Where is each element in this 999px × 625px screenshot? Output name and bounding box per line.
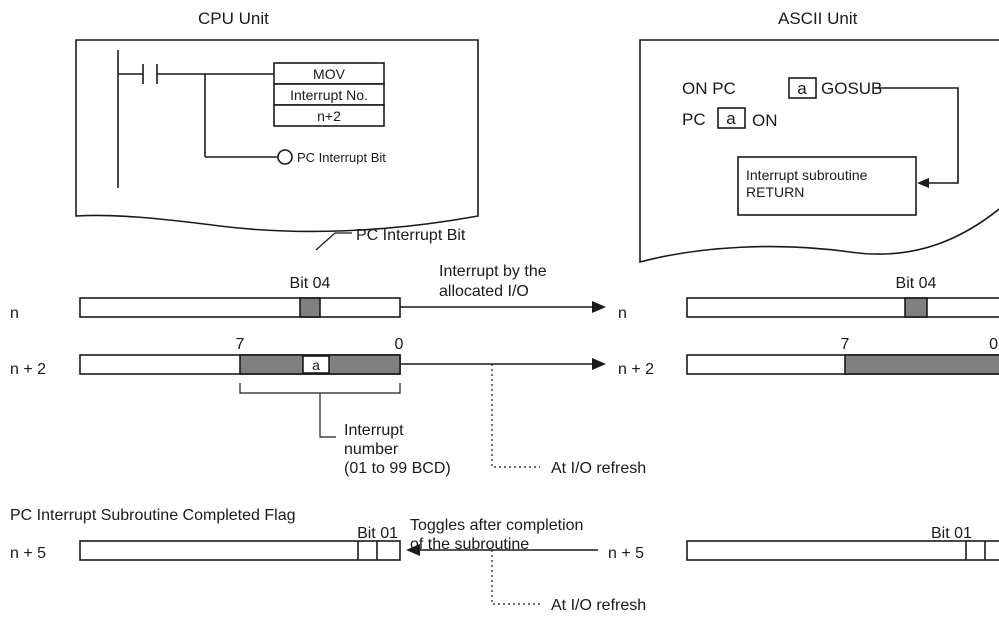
ascii-bit7-label: 7 (841, 336, 850, 353)
bracket (239, 383, 401, 394)
interrupt-number-line2: number (344, 441, 399, 458)
io-refresh-dotted-leader (491, 550, 540, 605)
variable-a-box (788, 77, 817, 99)
ascii-word-n (686, 297, 999, 318)
word-label-n: n (10, 305, 19, 322)
cpu-word-n (79, 297, 401, 318)
interrupt-number-line3: (01 to 99 BCD) (344, 460, 451, 477)
arrowhead-icon (592, 301, 606, 313)
ascii-bit0-label: 0 (989, 336, 998, 353)
io-refresh-label: At I/O refresh (551, 460, 646, 477)
ascii-bit04-label: Bit 04 (896, 275, 937, 292)
ascii-unit-outline (639, 39, 999, 264)
subroutine-line1: Interrupt subroutine (746, 167, 868, 183)
row-n5: PC Interrupt Subroutine Completed Flag n… (10, 507, 999, 562)
cpu-unit-panel: CPU Unit PC Interrupt Bit MOV Interrupt … (75, 9, 479, 233)
row-n: n Bit 04 Interrupt by the allocated I/O … (10, 263, 999, 322)
pc-interrupt-bit-leader (315, 232, 352, 251)
word-label-n5: n + 5 (10, 545, 46, 562)
toggles-line1: Toggles after completion (410, 517, 583, 534)
program-line1-var: a (797, 79, 807, 98)
ascii-bit04-cell (904, 297, 928, 318)
arrowhead-icon (592, 358, 606, 370)
program-line2-pre: PC (682, 110, 706, 129)
pc-interrupt-bit-label: PC Interrupt Bit (356, 227, 466, 244)
variable-a-box (302, 355, 330, 374)
program-line1-pre: ON PC (682, 79, 736, 98)
cpu-bit04-cell (299, 297, 321, 318)
variable-a-box (717, 107, 746, 129)
cpu-bit0-label: 0 (395, 336, 404, 353)
arrowhead-icon (917, 178, 929, 188)
ascii-interrupt-number-field (844, 354, 999, 375)
ascii-bit01-label: Bit 01 (931, 525, 972, 542)
cpu-unit-title: CPU Unit (198, 9, 269, 28)
ascii-word-n5 (686, 540, 999, 561)
operand1-label: Interrupt No. (290, 87, 368, 103)
mov-label: MOV (313, 66, 346, 82)
interrupt-by-line1: Interrupt by the (439, 263, 547, 280)
operand2-label: n+2 (317, 108, 341, 124)
cpu-bit01-label: Bit 01 (357, 525, 398, 542)
completed-flag-label: PC Interrupt Subroutine Completed Flag (10, 507, 295, 524)
interrupt-number-callout: Interrupt number (01 to 99 BCD) (239, 383, 451, 477)
ascii-unit-panel: ASCII Unit ON PC a GOSUB PC a ON Interru… (639, 9, 999, 264)
gosub-call-arrow (875, 87, 959, 184)
arrowhead-icon (406, 544, 420, 556)
row-n2: n + 2 a 7 0 n + 2 7 0 (10, 336, 999, 378)
io-refresh-dotted-leader (491, 364, 540, 468)
bracket-leader (319, 393, 336, 438)
ascii-unit-title: ASCII Unit (778, 9, 858, 28)
ascii-word-label-n2: n + 2 (618, 361, 654, 378)
program-line2-var: a (726, 109, 736, 128)
io-refresh-label: At I/O refresh (551, 597, 646, 614)
cpu-unit-outline (75, 39, 479, 233)
interrupt-by-line2: allocated I/O (439, 283, 529, 300)
subroutine-box (737, 156, 917, 216)
word-label-n2: n + 2 (10, 361, 46, 378)
interrupt-number-line1: Interrupt (344, 422, 404, 439)
cpu-bit7-label: 7 (236, 336, 245, 353)
output-coil-icon (277, 149, 293, 165)
ascii-word-label-n: n (618, 305, 627, 322)
ascii-word-label-n5: n + 5 (608, 545, 644, 562)
cpu-word-n5 (79, 540, 401, 561)
program-line1-post: GOSUB (821, 79, 882, 98)
subroutine-line2: RETURN (746, 184, 804, 200)
output-coil-label: PC Interrupt Bit (297, 150, 386, 165)
field-a-label: a (312, 357, 320, 373)
cpu-bit04-label: Bit 04 (290, 275, 331, 292)
toggles-line2: of the subroutine (410, 536, 529, 553)
operand2-box (273, 104, 385, 127)
program-line2-post: ON (752, 111, 778, 130)
